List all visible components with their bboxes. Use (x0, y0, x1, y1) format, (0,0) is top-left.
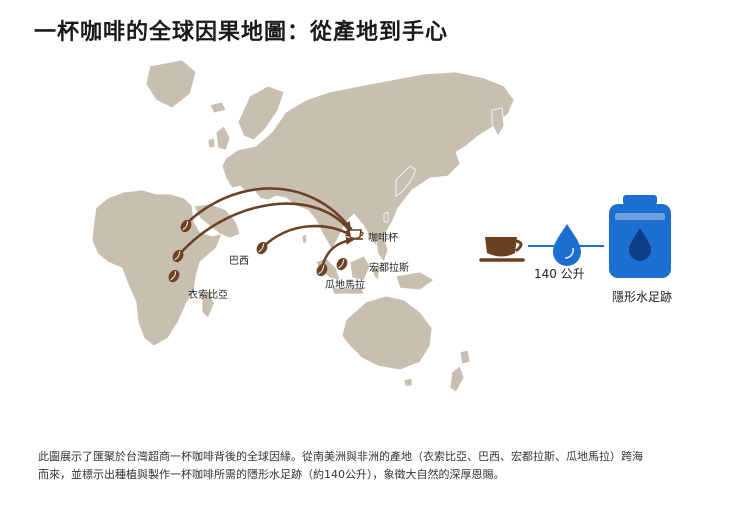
kamchatka-shape (491, 107, 505, 137)
taiwan-shape (383, 211, 389, 223)
origin-bean-brazil (256, 241, 268, 255)
caption-line-2: 而來，並標示出種植與製作一杯咖啡所需的隱形水足跡（約140公升），象徵大自然的深… (38, 468, 505, 481)
coffee-cup-icon (347, 229, 364, 240)
route-guatemala (320, 236, 354, 270)
origin-bean-guatemala (316, 263, 328, 277)
iceland-shape (209, 101, 227, 114)
origin-bean-ethiopia-b (172, 249, 184, 263)
british-isles-shape (215, 125, 231, 151)
world-map: 咖啡杯 衣索比亞 巴西 宏都拉斯 瓜地馬拉 140 公升 隱形水足跡 (91, 59, 672, 393)
sulawesi-shape (371, 265, 381, 281)
new-zealand-north-shape (459, 349, 471, 365)
australia-shape (341, 295, 433, 371)
origin-label-ethiopia: 衣索比亞 (188, 288, 228, 301)
route-ethiopia-1 (184, 187, 352, 230)
japan-shape (395, 165, 417, 197)
origin-label-brazil: 巴西 (229, 255, 249, 267)
shipping-routes (176, 187, 354, 270)
water-footprint-label: 隱形水足跡 (612, 289, 672, 304)
scandinavia-shape (237, 85, 285, 141)
caption: 此圖展示了匯聚於台灣超商一杯咖啡背後的全球因緣。從南美洲與非洲的產地（衣索比亞、… (38, 448, 708, 484)
sri-lanka-shape (301, 233, 308, 245)
water-tank-icon (609, 195, 671, 278)
new-guinea-shape (395, 271, 435, 291)
borneo-shape (349, 255, 371, 281)
water-drop-icon (553, 224, 581, 266)
arabia-shape (193, 203, 241, 239)
water-footprint-panel: 140 公升 隱形水足跡 (479, 195, 672, 304)
eurasia-shape (221, 71, 515, 253)
origin-bean-ethiopia-c (168, 269, 180, 283)
origin-bean-ethiopia-a (180, 219, 192, 233)
origin-label-honduras: 宏都拉斯 (369, 261, 409, 274)
caption-line-1: 此圖展示了匯聚於台灣超商一杯咖啡背後的全球因緣。從南美洲與非洲的產地（衣索比亞、… (38, 450, 643, 463)
route-ethiopia-2 (176, 202, 354, 258)
origin-bean-honduras (336, 257, 348, 271)
tasmania-shape (403, 377, 413, 387)
philippines-shape (375, 235, 389, 263)
origin-label-guatemala: 瓜地馬拉 (325, 278, 365, 291)
page-title: 一杯咖啡的全球因果地圖：從產地到手心 (34, 20, 449, 45)
coffee-cup-icon (479, 237, 525, 262)
new-zealand-shape (449, 365, 465, 393)
water-amount: 140 公升 (534, 267, 585, 281)
greenland-shape (145, 59, 197, 109)
madagascar-shape (201, 289, 215, 319)
java-shape (331, 287, 365, 295)
route-brazil (260, 224, 354, 250)
destination-label: 咖啡杯 (368, 231, 398, 244)
ireland-shape (207, 137, 216, 149)
